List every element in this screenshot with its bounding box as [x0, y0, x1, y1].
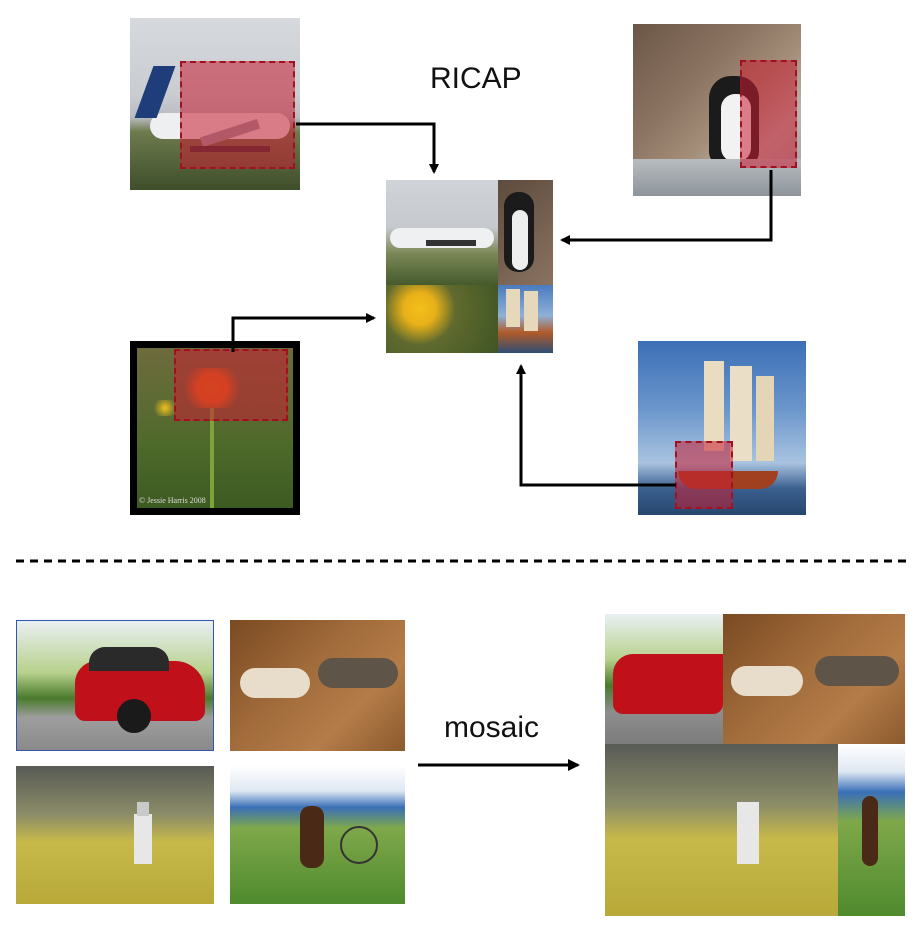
ricap-output-image [386, 180, 553, 353]
output-car-patch [605, 614, 723, 744]
output-airplane-patch [386, 180, 498, 285]
arrow-airplane-to-output [296, 122, 439, 174]
flower-crop-region [174, 349, 288, 421]
cats-image [230, 620, 405, 751]
output-cats-patch [723, 614, 905, 744]
flower-copyright: © Jessie Harris 2008 [139, 496, 206, 505]
car-image [16, 620, 214, 751]
horse-image [230, 766, 405, 904]
ship-crop-region [675, 441, 733, 509]
output-penguin-patch [498, 180, 553, 285]
airplane-crop-region [180, 61, 295, 169]
ricap-title: RICAP [430, 62, 522, 95]
arrow-ship-to-output [516, 364, 676, 487]
flower-image: © Jessie Harris 2008 [130, 341, 300, 515]
person-image [16, 766, 214, 904]
output-ship-patch [498, 285, 553, 353]
output-flower-patch [386, 285, 498, 353]
arrow-penguin-to-output [560, 170, 773, 245]
mosaic-title: mosaic [444, 711, 540, 744]
mosaic-output-image [605, 614, 905, 916]
airplane-image [130, 18, 300, 190]
penguin-image [633, 24, 801, 196]
output-horse-patch [838, 744, 905, 916]
output-person-patch [605, 744, 838, 916]
arrow-flower-to-output [231, 313, 376, 352]
penguin-crop-region [740, 60, 797, 168]
